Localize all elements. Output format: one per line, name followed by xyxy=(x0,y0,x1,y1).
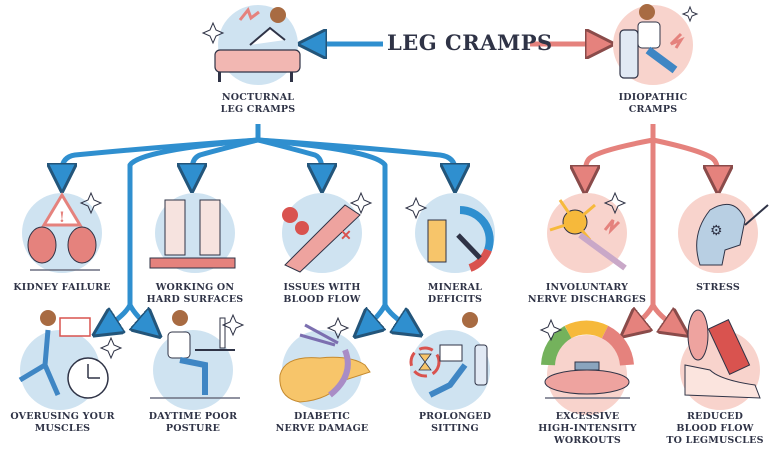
poor-posture-illustration xyxy=(150,310,240,410)
hard-surfaces-illustration xyxy=(149,193,236,273)
stress-illustration: ⚙ xyxy=(678,193,769,273)
diabetic-nerve-damage-label: DIABETIC NERVE DAMAGE xyxy=(275,411,369,434)
nerve-discharges-illustration xyxy=(547,193,627,273)
blood-flow-illustration: ✕ xyxy=(282,193,362,273)
arrow-to-blood-flow xyxy=(257,137,322,178)
hard-surfaces-label: WORKING ON HARD SURFACES xyxy=(146,282,244,305)
arrow-to-overusing-posture xyxy=(105,137,259,328)
arrow-to-hard-surfaces xyxy=(192,137,259,178)
blood-flow-issues-label: ISSUES WITH BLOOD FLOW xyxy=(283,282,361,305)
poor-posture-label: DAYTIME POOR POSTURE xyxy=(148,411,238,434)
stress-label: STRESS xyxy=(696,282,740,293)
svg-text:✕: ✕ xyxy=(340,228,352,244)
prolonged-sitting-illustration xyxy=(409,312,490,410)
idiopathic-cramps-label: IDIOPATHIC CRAMPS xyxy=(618,92,688,115)
nocturnal-illustration xyxy=(214,5,301,85)
nerve-discharges-label: INVOLUNTARY NERVE DISCHARGES xyxy=(527,282,647,305)
arrow-to-nerve-discharges xyxy=(585,124,656,180)
page-title: LEG CRAMPS xyxy=(387,30,553,55)
high-intensity-workouts-label: EXCESSIVE HIGH-INTENSITY WORKOUTS xyxy=(538,411,637,446)
idiopathic-illustration xyxy=(613,4,693,85)
arrow-to-sitting xyxy=(382,303,410,328)
prolonged-sitting-label: PROLONGED SITTING xyxy=(418,411,492,434)
overusing-muscles-label: OVERUSING YOUR MUSCLES xyxy=(10,411,115,434)
kidney-failure-label: KIDNEY FAILURE xyxy=(13,282,111,293)
arrow-to-diabetic-sitting xyxy=(257,137,388,328)
svg-text:!: ! xyxy=(59,210,65,226)
kidney-illustration: ! xyxy=(22,192,102,273)
reduced-blood-flow-illustration xyxy=(680,309,761,410)
high-intensity-illustration xyxy=(541,320,634,415)
nocturnal-leg-cramps-label: NOCTURNAL LEG CRAMPS xyxy=(220,92,296,115)
reduced-blood-flow-label: REDUCED BLOOD FLOW TO LEGMUSCLES xyxy=(666,411,764,446)
diabetic-nerve-illustration xyxy=(279,323,371,410)
svg-text:⚙: ⚙ xyxy=(710,223,723,239)
arrow-to-posture xyxy=(127,303,150,328)
overusing-muscles-illustration xyxy=(18,310,109,410)
arrow-to-reduced-blood-flow xyxy=(650,303,677,328)
mineral-deficits-label: MINERAL DEFICITS xyxy=(427,282,483,305)
arrow-to-stress xyxy=(652,137,718,180)
sparkle-icons xyxy=(79,5,699,360)
mineral-illustration xyxy=(415,193,495,273)
